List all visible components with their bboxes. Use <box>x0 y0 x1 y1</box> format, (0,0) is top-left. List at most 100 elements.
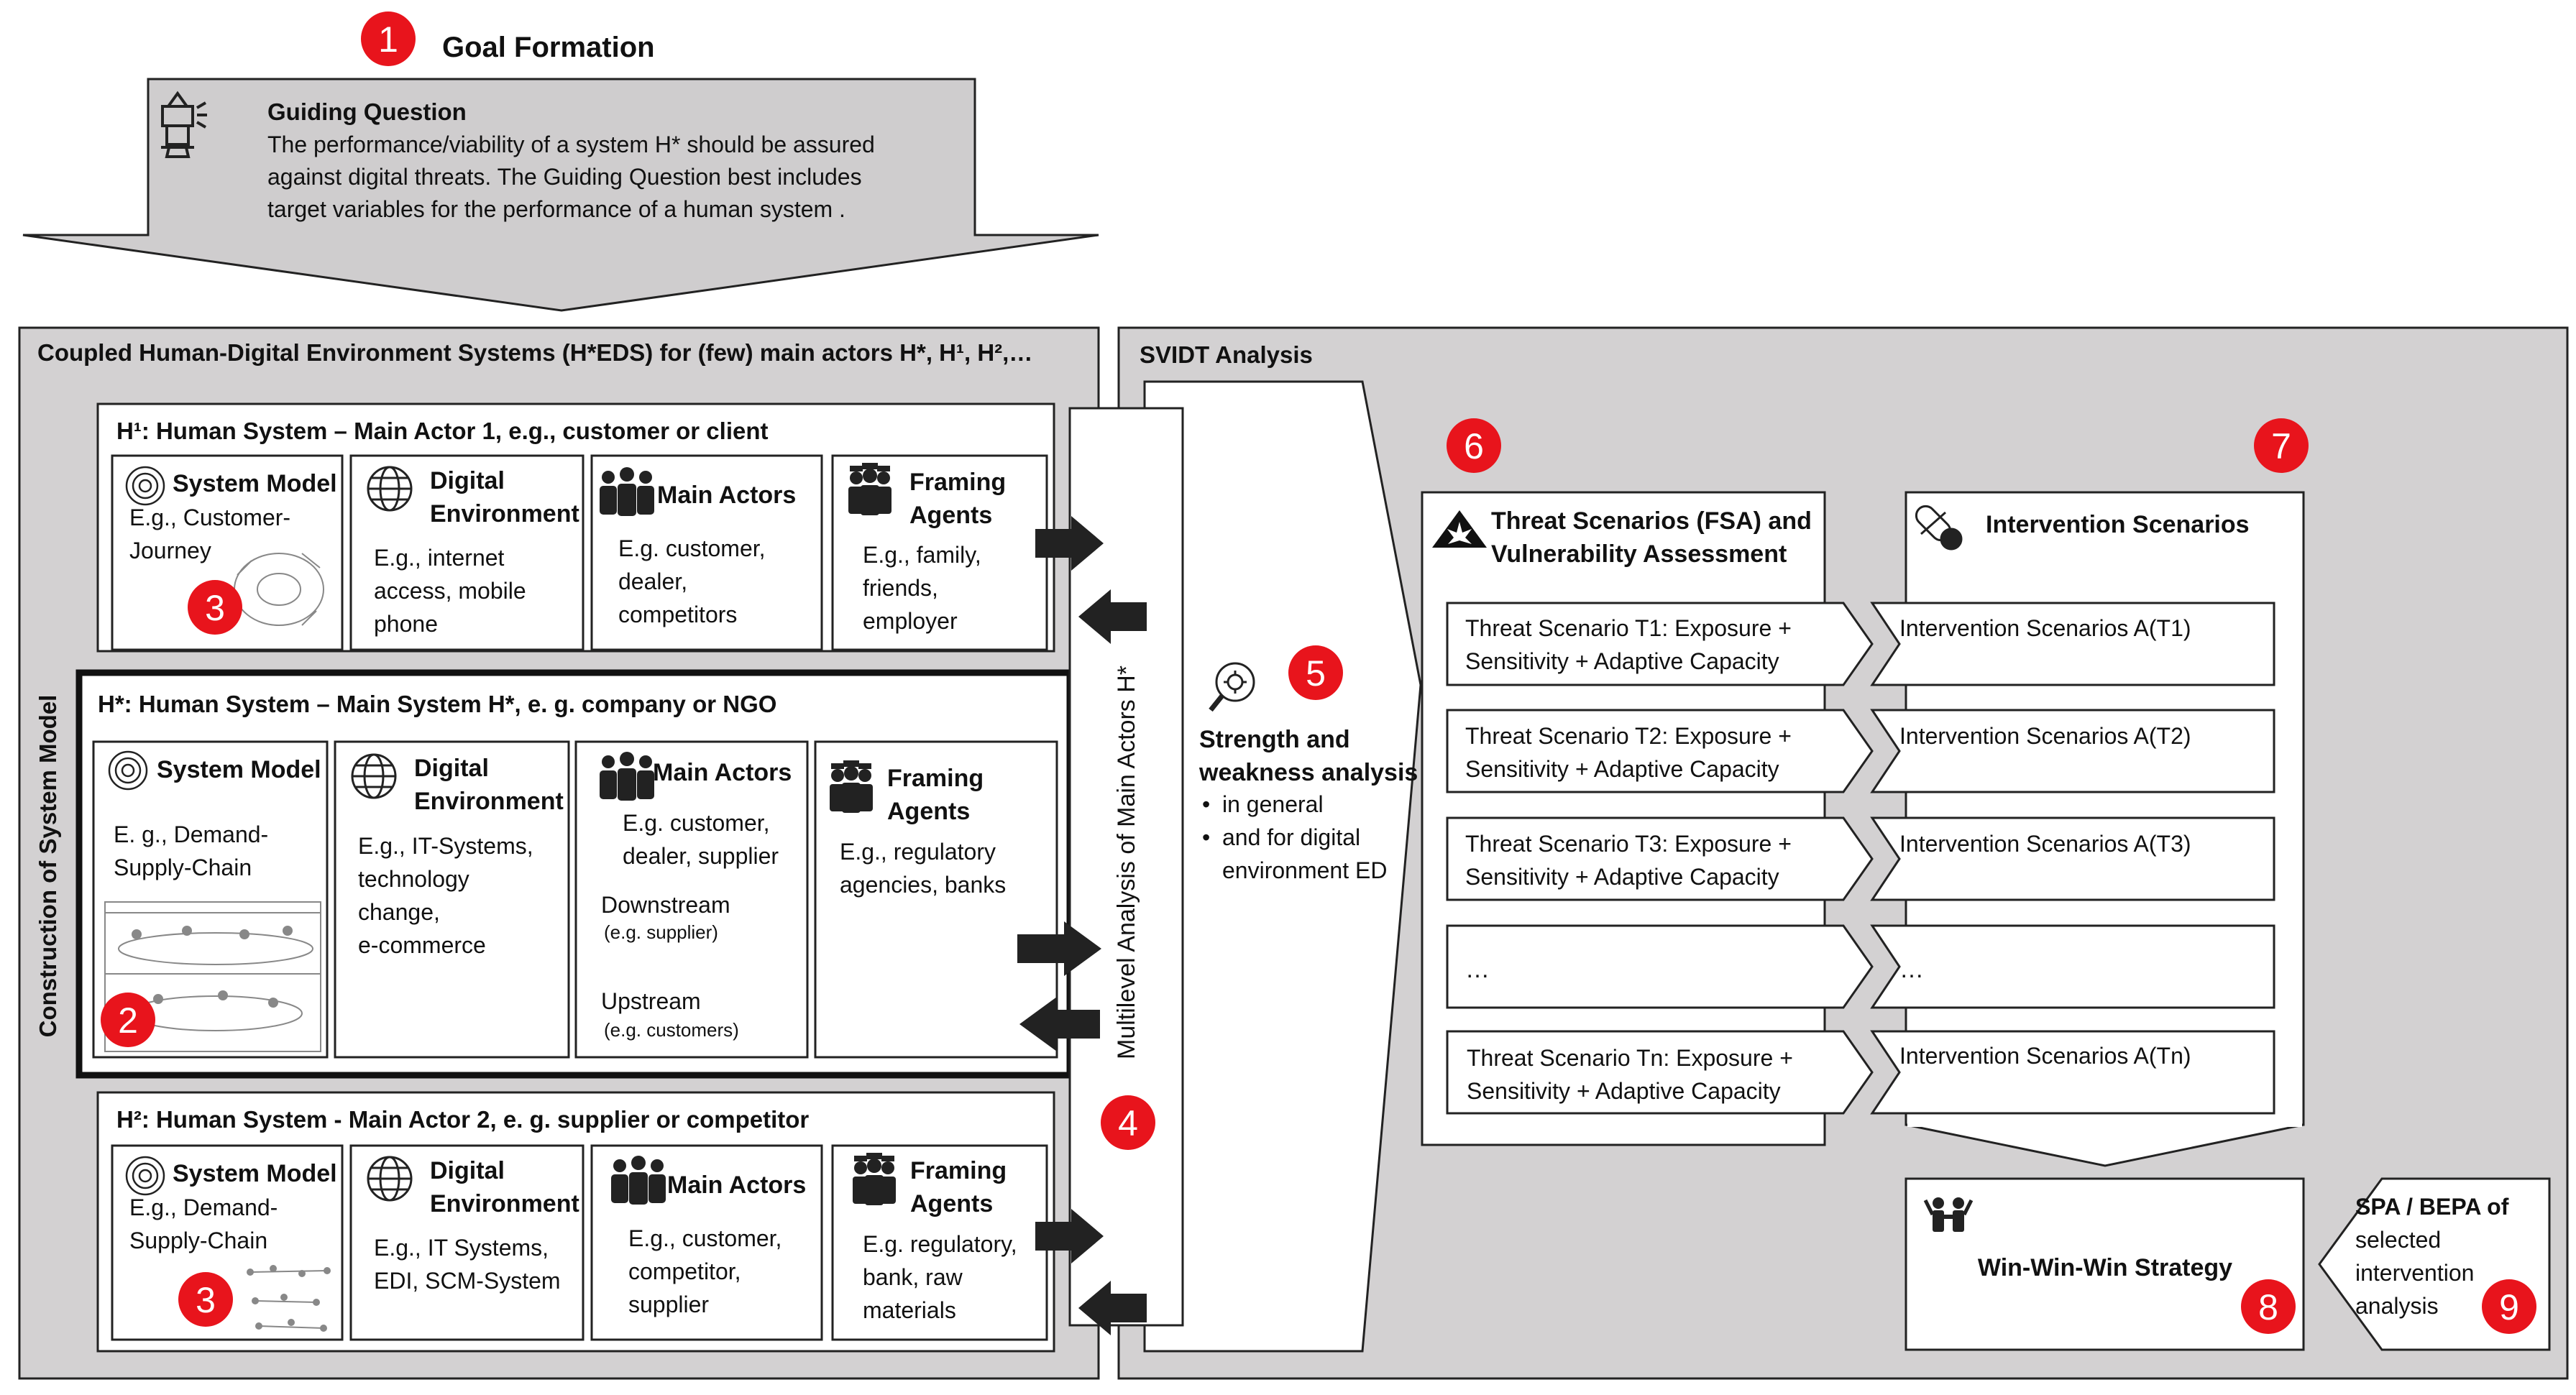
h2-title: H²: Human System - Main Actor 2, e. g. s… <box>116 1106 809 1133</box>
h2-framing-agents-title-2: Agents <box>910 1190 993 1217</box>
hstar-framing-agents-line-2: agencies, banks <box>840 872 1006 898</box>
threat-scenario-n-line-2: Sensitivity + Adaptive Capacity <box>1467 1078 1781 1104</box>
threat-title-2: Vulnerability Assessment <box>1491 540 1787 568</box>
threat-scenario-ellipsis-box <box>1446 924 1874 1009</box>
system-model-icon <box>108 750 148 791</box>
badge-8-number: 8 <box>2258 1287 2278 1327</box>
hstar-digital-env-line-2: technology <box>358 866 469 892</box>
goal-arrow <box>22 78 1099 312</box>
threat-scenario-n-box <box>1446 1030 1874 1115</box>
strength-bullet-2: and for digital <box>1222 824 1360 850</box>
globe-icon <box>367 1156 413 1202</box>
h1-system: H¹: Human System – Main Actor 1, e.g., c… <box>96 402 1055 653</box>
people-icon <box>600 467 654 516</box>
threat-scenario-3-line-1: Threat Scenario T3: Exposure + <box>1465 831 1792 857</box>
badge-1 <box>361 11 416 66</box>
intervention-scenario-1: Intervention Scenarios A(T1) <box>1899 615 2191 641</box>
officials-icon <box>853 1153 896 1205</box>
h1-main-actors-line-2: dealer, <box>618 568 687 594</box>
badge-6 <box>1447 418 1501 473</box>
h2-system-model-line-2: Supply-Chain <box>129 1228 267 1253</box>
coupled-systems-title: Coupled Human-Digital Environment System… <box>37 339 1032 366</box>
hstar-framing-agents-line-1: E.g., regulatory <box>840 839 996 865</box>
multilevel-label: Multilevel Analysis of Main Actors H* <box>1113 666 1140 1059</box>
spa-line-1: SPA / BEPA of <box>2355 1194 2509 1220</box>
hazard-icon <box>1432 510 1487 548</box>
intervention-scenario-n: Intervention Scenarios A(Tn) <box>1899 1043 2191 1069</box>
hstar-system-model-line-1: E. g., Demand- <box>114 821 268 847</box>
hstar-digital-env-cell <box>334 740 570 1059</box>
h2-digital-env-cell <box>349 1144 585 1341</box>
badge-6-number: 6 <box>1464 426 1484 466</box>
arrow-left-h2 <box>1078 1281 1147 1335</box>
badge-4-number: 4 <box>1118 1103 1138 1143</box>
h1-digital-env-line-3: phone <box>374 611 438 637</box>
h2-framing-agents-line-1: E.g. regulatory, <box>863 1231 1017 1257</box>
hstar-upstream-note: (e.g. customers) <box>604 1019 739 1041</box>
globe-icon <box>367 466 413 512</box>
h2-framing-agents-line-2: bank, raw <box>863 1264 963 1290</box>
intervention-scenario-n-box <box>1870 1030 2275 1115</box>
h2-main-actors-line-3: supplier <box>628 1292 709 1317</box>
threat-scenario-1-line-1: Threat Scenario T1: Exposure + <box>1465 615 1792 641</box>
hstar-system: H*: Human System – Main System H*, e. g.… <box>75 669 1073 1079</box>
intervention-chevron-mask <box>1907 1121 2302 1127</box>
hstar-digital-env-title-1: Digital <box>414 755 489 782</box>
h1-digital-env-line-2: access, mobile <box>374 578 526 604</box>
badge-3-bottom <box>178 1272 233 1327</box>
intervention-scenario-2-box <box>1870 709 2275 793</box>
h2-framing-agents-line-3: materials <box>863 1297 956 1323</box>
system-model-icon <box>125 466 165 506</box>
hstar-digital-env-line-4: e-commerce <box>358 932 486 958</box>
intervention-title: Intervention Scenarios <box>1986 511 2250 538</box>
strength-bullet-cont: environment ED <box>1222 857 1387 883</box>
threat-scenario-1-line-2: Sensitivity + Adaptive Capacity <box>1465 648 1779 674</box>
badge-5 <box>1288 645 1343 700</box>
h2-system-model-line-1: E.g., Demand- <box>129 1194 278 1220</box>
intervention-scenario-1-box <box>1870 602 2275 686</box>
badge-3-bottom-number: 3 <box>196 1280 216 1320</box>
multilevel-analysis: Multilevel Analysis of Main Actors H* 4 <box>1068 407 1184 1327</box>
guiding-question-title: Guiding Question <box>267 98 467 125</box>
h2-digital-env-line-2: EDI, SCM-System <box>374 1268 561 1294</box>
spa-line-3: intervention <box>2355 1260 2474 1286</box>
people-icon <box>600 752 654 801</box>
hstar-digital-env-title-2: Environment <box>414 788 564 815</box>
h2-system-model-title: System Model <box>173 1160 337 1187</box>
strength-title-2: weakness analysis <box>1198 759 1418 786</box>
arrow-left-hstar <box>1019 997 1100 1051</box>
people-icon <box>611 1156 666 1205</box>
h1-main-actors-title: Main Actors <box>657 482 796 509</box>
intervention-scenario-3-box <box>1870 816 2275 901</box>
h2-digital-env-line-1: E.g., IT Systems, <box>374 1235 549 1261</box>
multilevel-bar <box>1068 407 1184 1327</box>
construction-vertical-label: Construction of System Model <box>35 695 61 1038</box>
badge-3-top <box>188 580 242 635</box>
h1-title: H¹: Human System – Main Actor 1, e.g., c… <box>116 418 769 444</box>
guiding-question-line-2: against digital threats. The Guiding Que… <box>267 164 862 190</box>
h1-main-actors-line-1: E.g. customer, <box>618 535 766 561</box>
badge-9 <box>2482 1279 2536 1334</box>
h2-framing-agents-title-1: Framing <box>910 1157 1007 1184</box>
guiding-question-line-3: target variables for the performance of … <box>267 196 845 222</box>
arrow-right-hstar <box>1017 921 1101 976</box>
svidt-title: SVIDT Analysis <box>1140 341 1313 368</box>
hstar-main-actors-line-2: dealer, supplier <box>623 843 779 869</box>
supply-chain-sketch <box>104 901 321 1052</box>
threat-title-1: Threat Scenarios (FSA) and <box>1491 507 1812 535</box>
hstar-framing-agents-title-1: Framing <box>887 765 984 792</box>
h1-framing-agents-line-3: employer <box>863 608 958 634</box>
hstar-system-model-title: System Model <box>157 756 321 783</box>
threat-scenario-2-box <box>1446 709 1874 793</box>
guiding-question-line-1: The performance/viability of a system H*… <box>267 132 875 157</box>
badge-2 <box>101 993 155 1047</box>
badge-3-top-number: 3 <box>205 588 225 628</box>
intervention-scenarios-box <box>1905 491 2305 1126</box>
threat-scenario-3-box <box>1446 816 1874 901</box>
badge-2-number: 2 <box>118 1000 138 1041</box>
win-win-win-title: Win-Win-Win Strategy <box>1978 1254 2232 1281</box>
officials-icon <box>848 463 891 515</box>
h1-system-model-title: System Model <box>173 470 337 497</box>
spa-line-2: selected <box>2355 1227 2441 1253</box>
